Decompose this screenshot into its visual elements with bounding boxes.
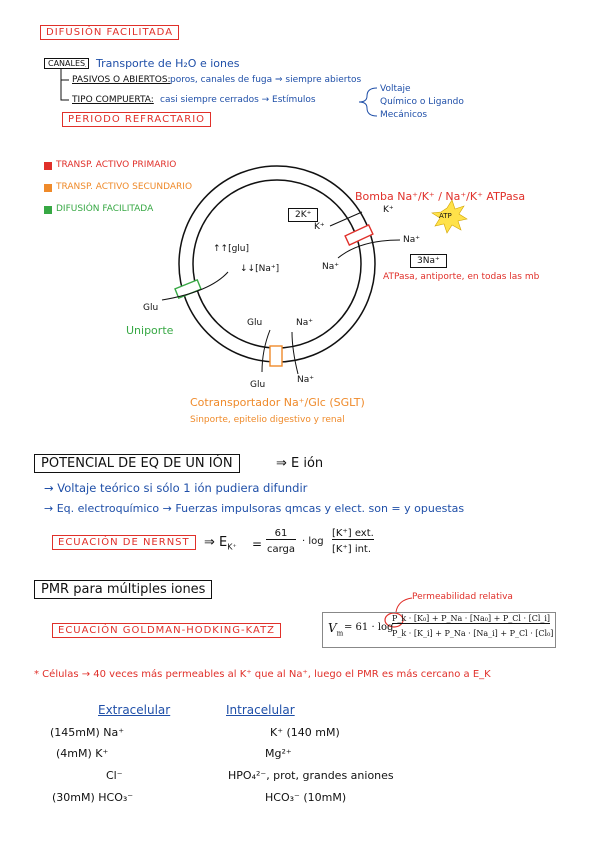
atp-label: ATP [439, 212, 452, 220]
table-row-intra: HCO₃⁻ (10mM) [265, 791, 346, 804]
table-row-extra: (30mM) HCO₃⁻ [52, 791, 133, 804]
glu-cot-arrow [262, 330, 270, 372]
nernst-equals: = [252, 537, 262, 551]
table-row-intra: Mg²⁺ [265, 747, 292, 760]
na-label-out: Na⁺ [403, 235, 420, 245]
nernst-sub: K⁺ [227, 543, 236, 552]
potencial-line2: → Eq. electroquímico → Fuerzas impulsora… [44, 502, 464, 515]
nernst-bottom: [K⁺] int. [332, 544, 371, 555]
note-text: * Células → 40 veces más permeables al K… [34, 669, 491, 680]
table-row-intra: HPO₄²⁻, prot, grandes aniones [228, 769, 394, 782]
cotransporter-desc: Sinporte, epitelio digestivo y renal [190, 415, 345, 425]
ghk-front: = 61 · log [344, 622, 393, 633]
uniporter-channel [175, 280, 201, 298]
pump-desc: ATPasa, antiporte, en todas las mb [383, 272, 539, 282]
potencial-line1: → Voltaje teórico si sólo 1 ión pudiera … [44, 481, 307, 495]
table-row-intra: K⁺ (140 mM) [270, 726, 340, 739]
ghk-num-text: [K₀] + P_Na · [Na₀] + P_Cl · [Cl_i] [414, 614, 550, 623]
ghk-v: V [328, 621, 337, 635]
permeabilidad-label: Permeabilidad relativa [412, 592, 513, 602]
three-na-box: 3Na⁺ [410, 254, 447, 268]
table-row-extra: (4mM) K⁺ [56, 747, 108, 760]
ghk-numerator: P_k · [K₀] + P_Na · [Na₀] + P_Cl · [Cl_i… [392, 614, 550, 624]
na-cot-out: Na⁺ [297, 375, 314, 385]
pmr-box: PMR para múltiples iones [34, 580, 212, 599]
table-row-extra: Cl⁻ [106, 769, 123, 782]
cotransporter-channel [270, 346, 282, 366]
glu-cot-in: Glu [247, 318, 262, 328]
table-row-extra: (145mM) Na⁺ [50, 726, 124, 739]
nernst-top: [K⁺] ext. [332, 528, 374, 540]
nernst-box: ECUACIÓN DE NERNST [52, 535, 196, 550]
pump-channel [345, 225, 373, 245]
ghk-den-text: [K_i] + P_Na · [Na_i] + P_Cl · [Cl₀] [414, 629, 554, 638]
ghk-pk2: P_k · [392, 629, 411, 638]
nernst-numerator: 61 [266, 528, 296, 540]
ghk-pk: P_k [392, 614, 406, 623]
k-label-in: K⁺ [314, 222, 325, 232]
uniporte-label: Uniporte [126, 324, 173, 337]
k-label-out: K⁺ [383, 205, 394, 215]
nernst-lhs: ⇒ EK⁺ [204, 535, 237, 552]
na-cot-arrow [292, 332, 298, 374]
ghk-box: ECUACIÓN GOLDMAN-HODKING-KATZ [52, 623, 281, 638]
na-arrow [338, 240, 400, 258]
pump-title: Bomba Na⁺/K⁺ / Na⁺/K⁺ ATPasa [355, 190, 525, 203]
ghk-denominator: P_k · [K_i] + P_Na · [Na_i] + P_Cl · [Cl… [392, 629, 553, 638]
potencial-box: POTENCIAL DE EQ DE UN IÓN [34, 454, 240, 473]
cotransporter-title: Cotransportador Na⁺/Glc (SGLT) [190, 396, 365, 409]
glu-uniport-label: Glu [143, 303, 158, 313]
table-header-intra: Intracelular [226, 703, 295, 717]
nernst-denominator: carga [262, 544, 300, 555]
nernst-log: · log [302, 536, 324, 547]
ghk-vm: Vm [328, 621, 343, 637]
glu-cot-out: Glu [250, 380, 265, 390]
two-k-box: 2K⁺ [288, 208, 318, 222]
na-label-in: Na⁺ [322, 262, 339, 272]
potencial-arrow: ⇒ E ión [276, 456, 323, 471]
na-cot-in: Na⁺ [296, 318, 313, 328]
ghk-m: m [337, 629, 344, 637]
nernst-e: ⇒ E [204, 535, 227, 550]
glu-inside: ↑↑[glu] [213, 244, 249, 254]
k-arrow [330, 212, 362, 226]
na-inside: ↓↓[Na⁺] [240, 264, 279, 274]
table-header-extra: Extracelular [98, 703, 170, 717]
